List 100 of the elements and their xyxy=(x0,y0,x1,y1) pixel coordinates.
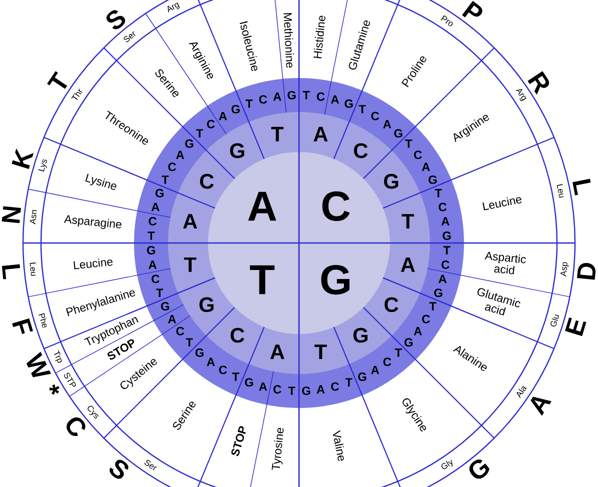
amino-acid-abbreviation: Leu xyxy=(556,184,564,198)
third-base-letter: G xyxy=(195,348,204,357)
third-base-letter: G xyxy=(185,139,194,148)
third-base-letter: G xyxy=(344,99,353,108)
amino-acid-abbreviation: Trp xyxy=(54,350,62,363)
third-base-letter: C xyxy=(422,314,430,324)
second-base-letter: G xyxy=(230,143,244,158)
third-base-letter: A xyxy=(441,217,450,226)
amino-acid-abbreviation: Lys xyxy=(38,159,47,172)
third-base-letter: C xyxy=(273,385,282,394)
third-base-letter: C xyxy=(259,95,268,104)
second-base-letter: T xyxy=(402,214,414,229)
third-base-letter: T xyxy=(394,348,402,357)
amino-acid-abbreviation: Thr xyxy=(71,88,82,100)
amino-acid-code: * xyxy=(50,384,60,395)
second-base-letter: C xyxy=(354,143,368,158)
amino-acid-code: L xyxy=(2,264,20,280)
third-base-letter: C xyxy=(148,217,157,226)
amino-acid-abbreviation: Asp xyxy=(560,262,569,277)
first-base-letter: C xyxy=(322,191,350,222)
third-base-letter: T xyxy=(345,378,352,386)
amino-acid-name: Lysine xyxy=(85,174,116,190)
third-base-letter: C xyxy=(152,274,160,284)
third-base-letter: A xyxy=(168,314,176,324)
third-base-letter: G xyxy=(244,378,254,387)
amino-acid-code: L xyxy=(572,178,591,196)
third-base-letter: C xyxy=(316,92,325,101)
third-base-letter: G xyxy=(161,302,170,310)
third-base-letter: A xyxy=(259,382,268,391)
third-base-letter: T xyxy=(246,100,253,108)
amino-acid-name: Valine xyxy=(332,430,344,462)
amino-acid-code: S xyxy=(110,460,128,479)
amino-acid-abbreviation: Glu xyxy=(550,314,560,327)
third-base-letter: A xyxy=(414,327,422,336)
third-base-letter: A xyxy=(371,366,380,374)
third-base-letter: A xyxy=(273,92,282,101)
amino-acid-name: STOP xyxy=(231,426,246,456)
second-base-letter: T xyxy=(271,126,284,142)
amino-acid-code: P xyxy=(462,0,482,18)
third-base-letter: C xyxy=(383,358,392,366)
third-base-letter: C xyxy=(331,382,339,391)
third-base-letter: C xyxy=(442,260,450,269)
third-base-letter: G xyxy=(442,232,451,240)
third-base-letter: A xyxy=(422,162,430,171)
third-base-letter: T xyxy=(302,91,310,100)
third-base-letter: A xyxy=(206,358,215,366)
second-base-letter: T xyxy=(314,344,327,360)
second-base-letter: A xyxy=(400,257,415,272)
third-base-letter: C xyxy=(219,366,227,374)
second-base-letter: C xyxy=(230,328,244,343)
amino-acid-name: Aspartic acid xyxy=(484,252,526,274)
third-base-letter: T xyxy=(186,338,193,346)
third-base-letter: C xyxy=(371,112,380,120)
amino-acid-abbreviation: Leu xyxy=(30,262,36,276)
amino-acid-name: Tyrosine xyxy=(272,428,284,470)
third-base-letter: C xyxy=(168,162,176,172)
amino-acid-abbreviation: Cys xyxy=(88,406,98,419)
third-base-letter: T xyxy=(232,372,240,381)
amino-acid-name: Asparagine xyxy=(64,215,122,230)
amino-acid-abbreviation: Ala xyxy=(516,386,527,398)
amino-acid-abbreviation: Ser xyxy=(144,460,157,470)
third-base-letter: A xyxy=(438,274,447,284)
third-base-letter: A xyxy=(316,385,325,394)
third-base-letter: A xyxy=(330,95,339,104)
amino-acid-code: D xyxy=(576,263,596,280)
second-base-letter: G xyxy=(199,297,214,312)
second-base-letter: C xyxy=(200,174,214,189)
second-base-letter: A xyxy=(270,344,284,360)
amino-acid-code: G xyxy=(469,460,490,479)
third-base-letter: C xyxy=(414,150,422,160)
third-base-letter: G xyxy=(404,338,413,347)
amino-acid-abbreviation: Ser xyxy=(124,31,136,42)
amino-acid-code: W xyxy=(26,352,52,378)
third-base-letter: G xyxy=(358,372,366,381)
second-base-letter: G xyxy=(353,328,368,343)
amino-acid-name: Histidine xyxy=(313,16,326,58)
third-base-letter: G xyxy=(232,104,240,114)
third-base-letter: G xyxy=(434,288,442,298)
second-base-letter: C xyxy=(384,297,398,312)
third-base-letter: C xyxy=(176,326,184,336)
third-base-letter: A xyxy=(383,120,392,128)
amino-acid-abbreviation: Phe xyxy=(38,313,47,328)
amino-acid-abbreviation: Asn xyxy=(30,210,37,224)
third-base-letter: A xyxy=(176,150,184,159)
third-base-letter: G xyxy=(288,90,296,100)
third-base-letter: T xyxy=(148,232,155,240)
amino-acid-name: Methionine xyxy=(284,12,294,68)
third-base-letter: C xyxy=(207,120,215,128)
third-base-letter: A xyxy=(148,260,157,269)
third-base-letter: T xyxy=(405,140,412,148)
second-base-letter: T xyxy=(184,257,196,272)
third-base-letter: T xyxy=(429,302,436,310)
amino-acid-code: N xyxy=(2,206,21,224)
third-base-letter: G xyxy=(147,246,156,254)
amino-acid-name: Leucine xyxy=(74,258,113,270)
amino-acid-abbreviation: Pro xyxy=(440,15,453,26)
amino-acid-code: F xyxy=(12,318,33,334)
first-base-letter: G xyxy=(321,264,350,295)
amino-acid-code: A xyxy=(530,396,552,416)
third-base-letter: G xyxy=(302,386,310,396)
